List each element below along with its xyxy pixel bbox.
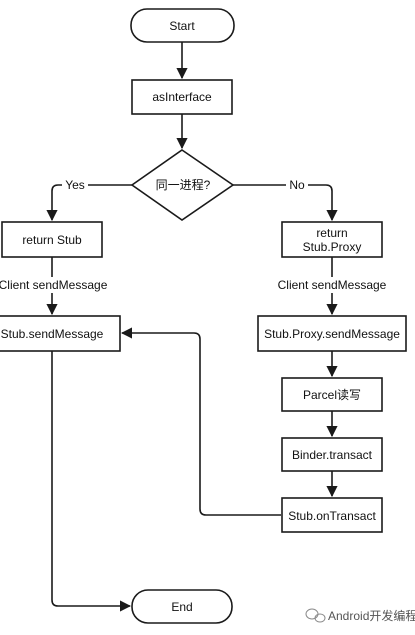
wechat-bubble-icon: [305, 608, 326, 623]
ontransact-node: [281, 497, 383, 533]
return-stub-label: return Stub: [22, 233, 82, 247]
return-proxy-node: [281, 221, 383, 258]
end-node: [131, 589, 233, 624]
start-node: [130, 8, 235, 43]
edge-decision-yes: [46, 184, 132, 222]
client-sendmessage-left-label: Client sendMessage: [0, 278, 108, 292]
binder-transact-label: Binder.transact: [292, 448, 373, 462]
watermark: Android开发编程: [305, 608, 415, 623]
yes-label: Yes: [65, 178, 85, 192]
decision-label: 同一进程?: [156, 177, 211, 192]
stub-sendmessage-node: [0, 315, 121, 352]
decision-node: [130, 149, 235, 221]
binder-transact-node: [281, 437, 383, 472]
stub-sendmessage-label: Stub.sendMessage: [1, 327, 104, 341]
no-label: No: [289, 178, 305, 192]
edge-decision-no: [233, 184, 338, 222]
start-label: Start: [169, 19, 195, 33]
return-proxy-label-line2: Stub.Proxy: [303, 240, 362, 254]
edge-ontransact-stubsend: [120, 327, 281, 516]
asinterface-label: asInterface: [152, 90, 212, 104]
parcel-label: Parcel读写: [303, 388, 361, 402]
return-stub-node: [1, 221, 103, 258]
return-proxy-label-line1: return: [316, 226, 347, 240]
edge-stubsend-end: [51, 351, 132, 612]
ontransact-label: Stub.onTransact: [288, 509, 376, 523]
proxy-sendmessage-label: Stub.Proxy.sendMessage: [264, 327, 400, 341]
asinterface-node: [131, 79, 233, 115]
end-label: End: [171, 600, 192, 614]
proxy-sendmessage-node: [257, 315, 407, 352]
parcel-node: [281, 377, 383, 412]
client-sendmessage-right-label: Client sendMessage: [278, 278, 387, 292]
watermark-text: Android开发编程: [328, 608, 415, 623]
